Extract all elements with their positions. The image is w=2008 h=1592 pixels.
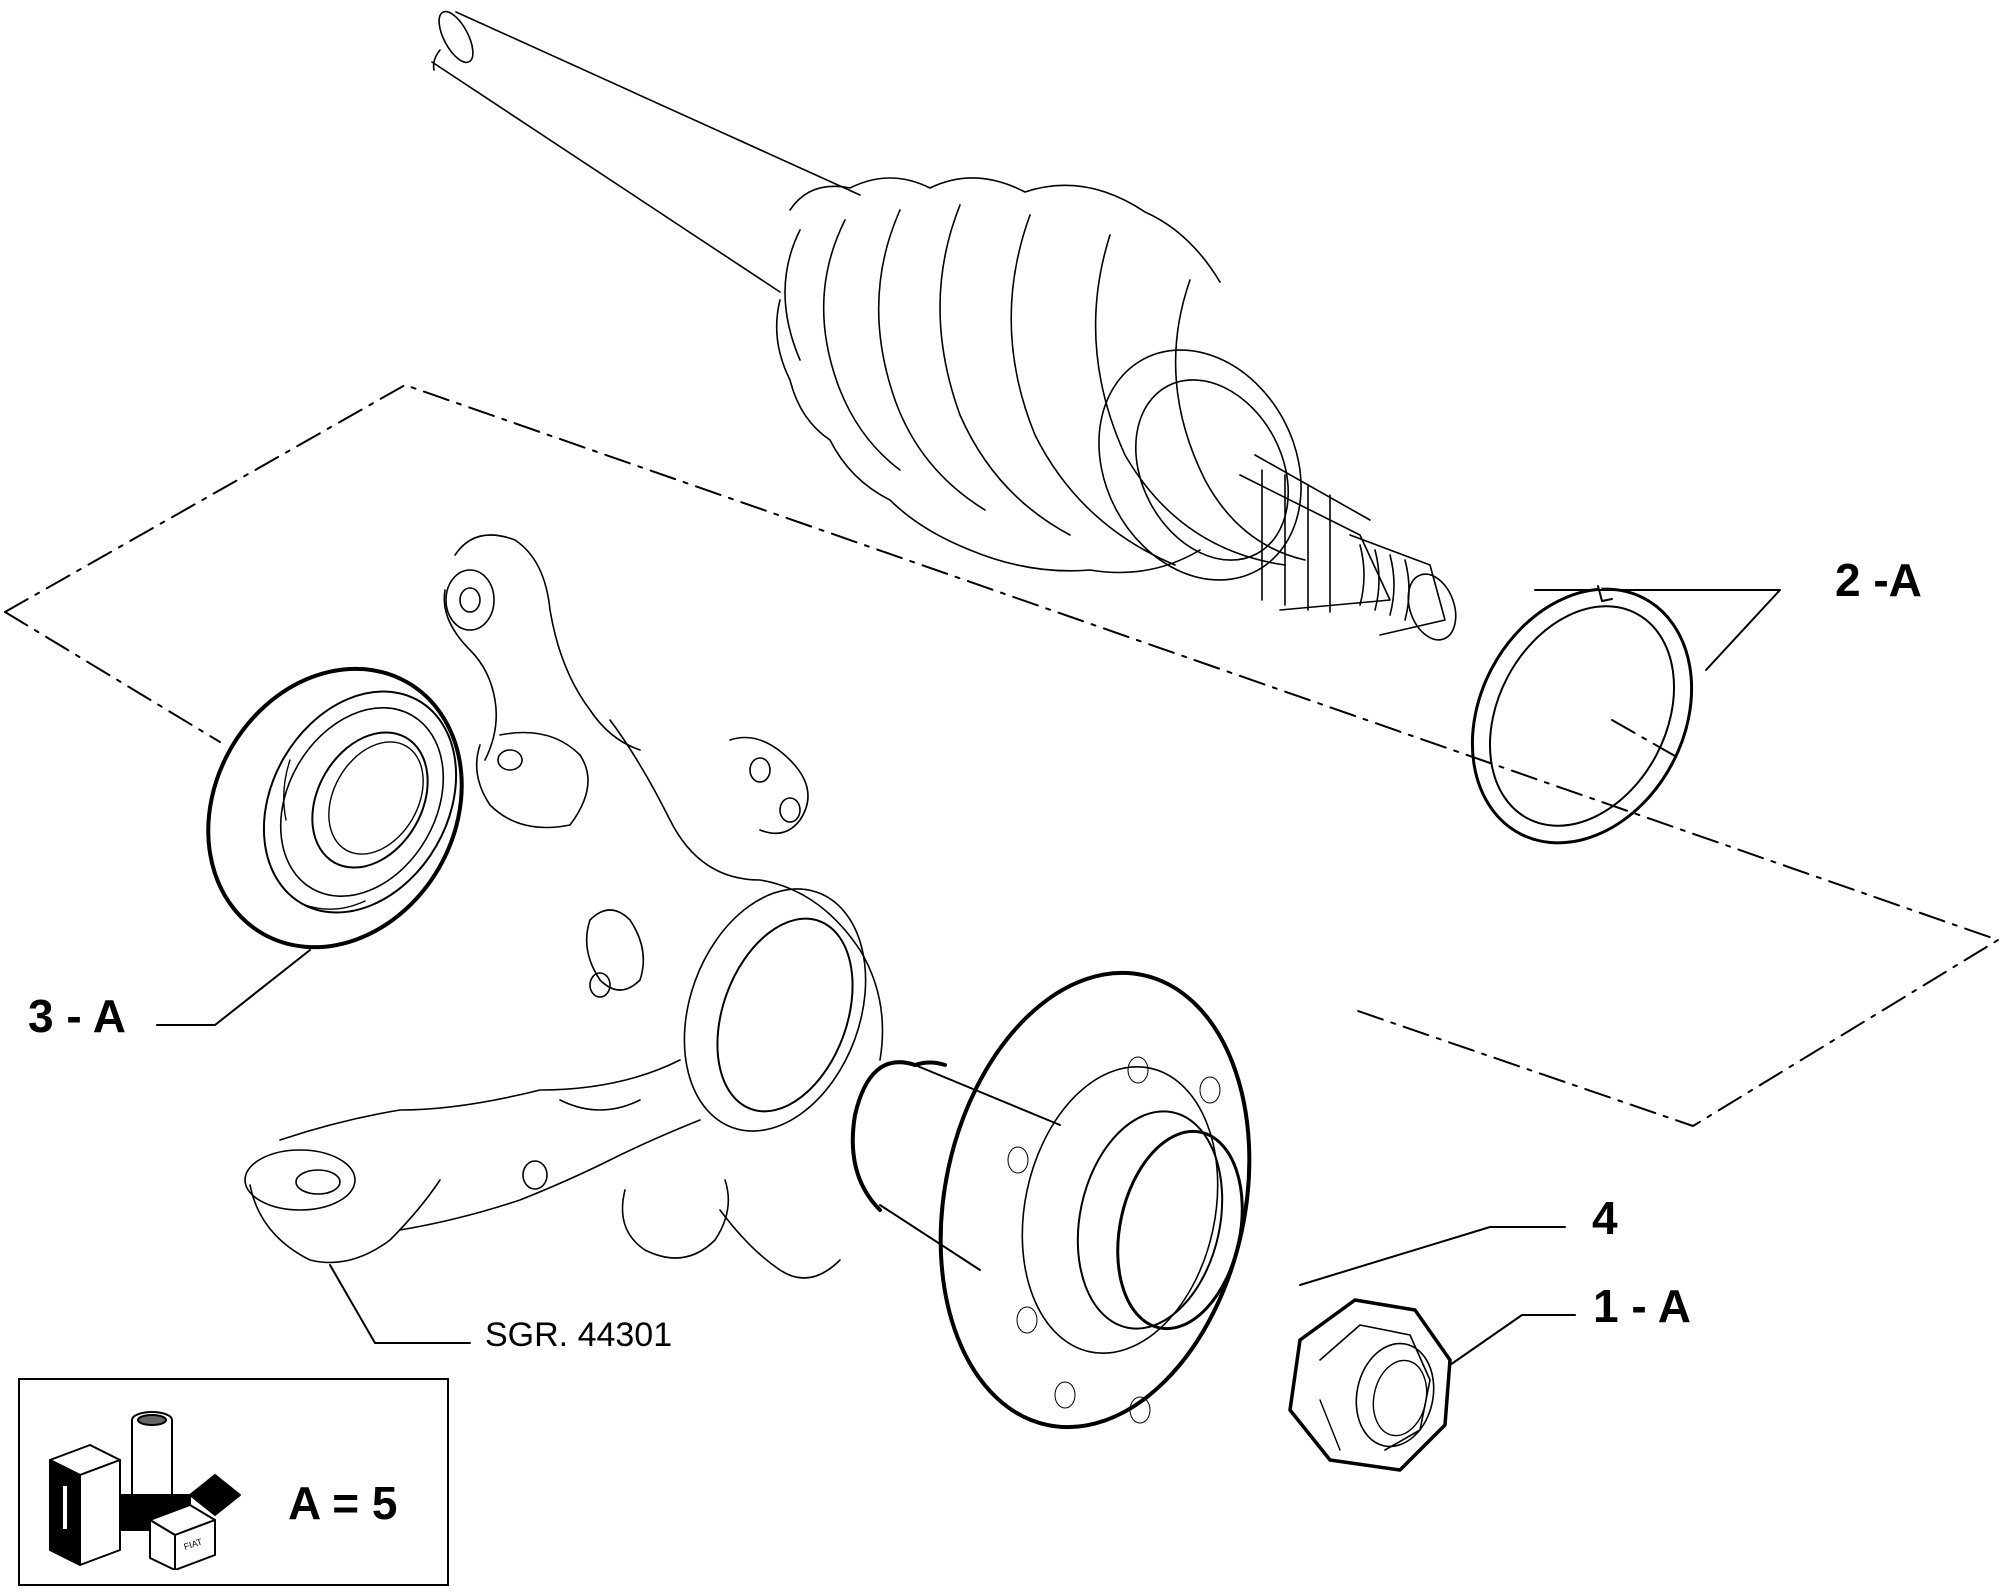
kit-formula: A = 5 [288, 1477, 398, 1529]
kit-quantity-box: FIAT A = 5 [18, 1378, 449, 1586]
snap-ring [1470, 583, 1694, 845]
wheel-bearing [206, 666, 464, 950]
steering-knuckle [244, 534, 884, 1279]
leader-part-4 [1299, 1226, 1566, 1286]
leader-ref [329, 1264, 471, 1344]
assembly-axis-line [4, 384, 1999, 1127]
callout-part-4: 4 [1592, 1192, 1618, 1244]
drive-shaft [431, 10, 1457, 641]
callout-part-1: 1 - A [1593, 1280, 1691, 1332]
hub-nut [1288, 1298, 1452, 1472]
callout-part-2: 2 -A [1835, 554, 1922, 606]
leader-lines [156, 589, 1781, 1366]
leader-part-3 [156, 949, 311, 1026]
wheel-hub [850, 970, 1252, 1430]
callout-part-3: 3 - A [28, 990, 126, 1042]
leader-part-1 [1449, 1314, 1576, 1366]
kit-icon: FIAT [49, 1411, 241, 1570]
reference-label: SGR. 44301 [485, 1316, 673, 1354]
leader-part-2 [1534, 589, 1781, 671]
